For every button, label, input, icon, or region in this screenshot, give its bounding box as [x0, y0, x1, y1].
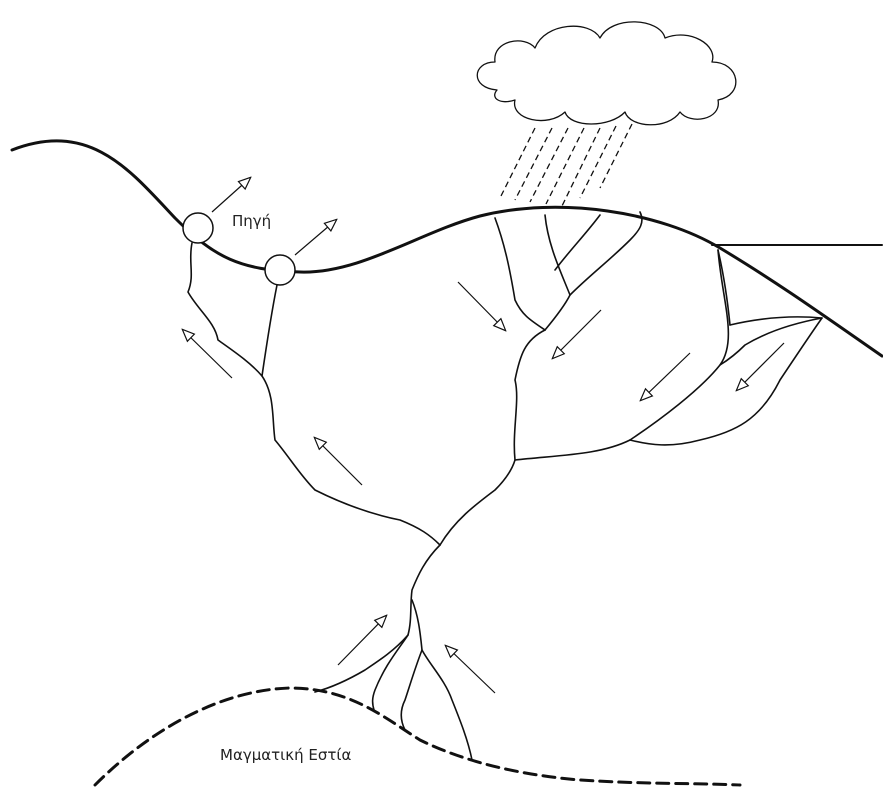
fracture-lens: [630, 318, 822, 445]
ground-surface: [12, 141, 882, 356]
flow-arrow-6: [737, 343, 784, 390]
spring-circle-2: [265, 255, 295, 285]
fracture-up-4: [555, 215, 600, 270]
fracture-lens-vertical: [718, 250, 730, 325]
flow-arrow-3: [458, 282, 505, 330]
fracture-main-right: [440, 330, 545, 545]
spring-circle-1: [183, 213, 213, 243]
flow-arrow-2: [315, 438, 362, 485]
rain-cloud: [477, 22, 736, 125]
flow-arrow-4: [553, 310, 601, 358]
flow-arrow-7: [338, 616, 386, 665]
conduit-deep-mid: [412, 600, 472, 760]
spring-arrow-1: [212, 178, 250, 212]
magma-chamber-outline: [95, 688, 740, 785]
flow-arrow-8: [446, 646, 495, 693]
flow-arrow-5: [641, 353, 690, 400]
fracture-up-1: [495, 218, 545, 330]
conduit-deep-left: [315, 635, 408, 692]
fracture-up-2: [545, 215, 570, 330]
rain: [500, 124, 632, 206]
fracture-left-2: [262, 285, 440, 545]
fracture-right-lower: [515, 250, 728, 460]
fracture-up-3: [570, 212, 642, 295]
conduit-deep: [373, 545, 440, 710]
conduit-deep-right: [401, 650, 422, 730]
flow-arrow-1: [183, 330, 232, 378]
magma-label: Μαγματική Εστία: [220, 746, 351, 764]
spring-arrow-2: [295, 220, 336, 255]
spring-label: Πηγή: [232, 212, 271, 230]
fracture-left-1: [188, 243, 262, 376]
